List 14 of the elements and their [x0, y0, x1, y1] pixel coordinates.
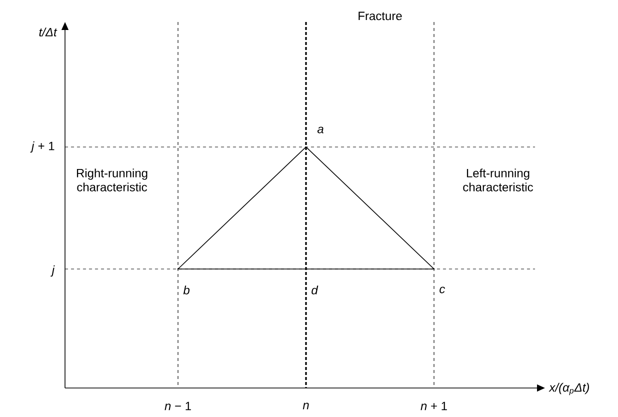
point-label: d [312, 286, 318, 294]
axis-label: t/Δt [39, 28, 58, 36]
curve-label: Right-running characteristic [76, 168, 148, 192]
point-label: b [183, 286, 190, 294]
point-label: c [440, 286, 446, 294]
tick-label: j + 1 [30, 141, 54, 153]
curve-label: Left-running characteristic [463, 168, 533, 192]
point-label: a [317, 126, 324, 134]
axis-label: x/(α$_{p}$Δt) [548, 382, 589, 396]
tick-label: n + 1 [420, 402, 447, 410]
tick-label: n [302, 402, 309, 410]
tick-label: j [50, 265, 55, 277]
heading: Fracture [358, 12, 402, 20]
tick-label: n − 1 [164, 402, 191, 410]
